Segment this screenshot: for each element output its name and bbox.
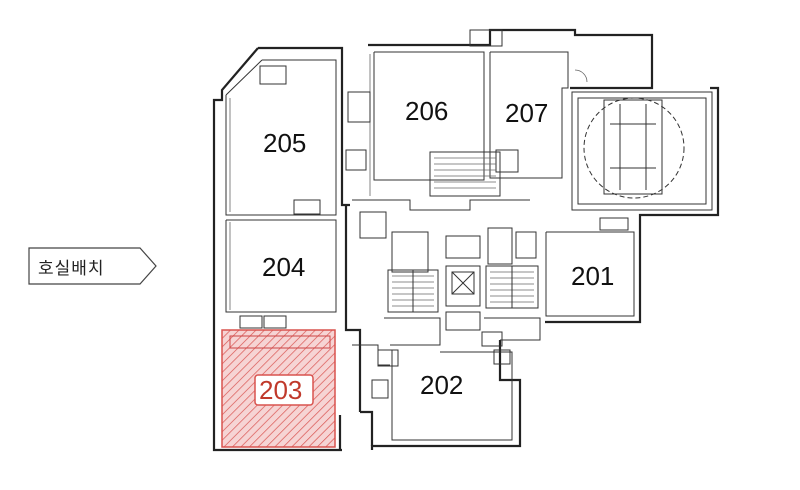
core-walls — [344, 199, 541, 412]
room-206-label: 206 — [405, 96, 448, 126]
room-205-walls — [225, 59, 337, 216]
stairs-center — [429, 151, 501, 197]
room-202-label: 202 — [420, 370, 463, 400]
room-layout-tag-label: 호실배치 — [38, 259, 105, 279]
room-203-label-box — [254, 374, 314, 406]
stairs-left — [387, 269, 439, 313]
room-207-walls — [469, 29, 588, 179]
elevator — [445, 235, 481, 307]
room-203-label: 203 — [259, 375, 302, 405]
room-207-label: 207 — [505, 98, 548, 128]
room-206-walls — [345, 51, 485, 196]
room-202-walls — [391, 349, 513, 441]
stairs-right — [485, 265, 539, 309]
outer-walls — [212, 28, 720, 452]
room-204-label: 204 — [262, 252, 305, 282]
atrium-room — [571, 91, 713, 231]
room-205-label: 205 — [263, 128, 306, 158]
room-201-walls — [545, 231, 635, 317]
room-layout-tag — [28, 247, 157, 285]
room-204-walls — [225, 199, 337, 329]
room-201-label: 201 — [571, 261, 614, 291]
